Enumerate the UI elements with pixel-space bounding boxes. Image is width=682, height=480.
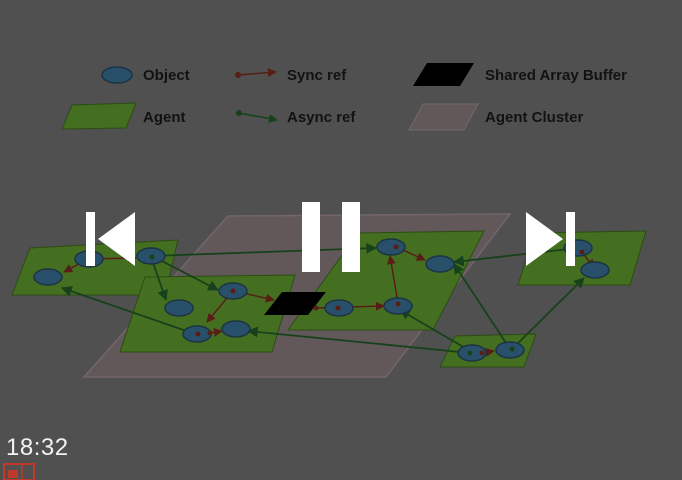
legend-agent-swatch [61,102,137,130]
object [164,299,194,317]
legend-agent-cluster-label: Agent Cluster [485,109,584,126]
object [221,320,251,338]
object [33,268,63,286]
legend-async-ref-swatch [236,110,278,123]
legend: Object Sync ref Shared Array Buffer Agen… [61,63,627,131]
legend-sync-ref-label: Sync ref [287,67,347,84]
previous-button[interactable] [80,208,140,270]
legend-shared-buffer-swatch [413,63,474,86]
legend-sync-ref-swatch [235,68,277,78]
pause-icon [302,202,360,272]
playback-time: 18:32 [6,434,69,461]
legend-shared-buffer-label: Shared Array Buffer [485,67,627,84]
object [425,255,455,273]
legend-agent-cluster-swatch [408,103,479,131]
next-button[interactable] [522,208,582,270]
legend-agent-label: Agent [143,109,186,126]
shared-array-buffer [264,292,326,315]
skip-next-icon [526,212,575,266]
legend-object-label: Object [143,67,190,84]
object [376,238,406,256]
skip-previous-icon [86,212,135,266]
picture-in-picture-icon[interactable] [2,460,38,480]
async-refs [60,242,585,354]
pause-button[interactable] [296,198,366,276]
object [580,261,610,279]
legend-async-ref-label: Async ref [287,109,356,126]
legend-object-swatch [101,66,133,84]
